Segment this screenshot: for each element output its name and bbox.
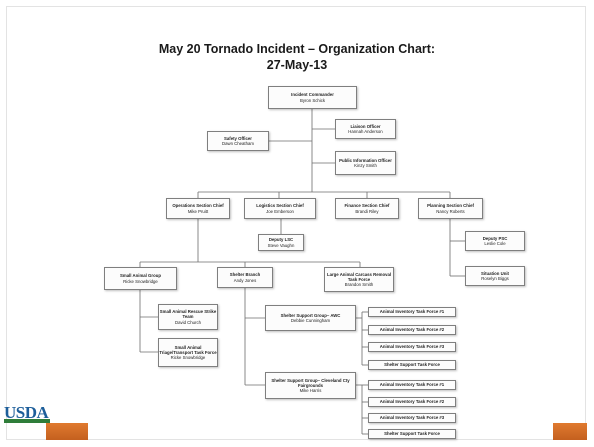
- task-force-box: Animal Inventory Task Force #1: [368, 307, 456, 317]
- node-role: Incident Commander: [291, 92, 334, 98]
- node-role: Animal Inventory Task Force #1: [379, 309, 445, 315]
- node-role: Shelter Support Group– AWC: [280, 312, 341, 318]
- node-name: Mike Harris: [299, 388, 322, 394]
- chart-date: 27-May-13: [266, 58, 328, 72]
- operations-section-chief-box: Operations Section Chief Mike Pruitt: [166, 198, 230, 219]
- usda-logo: USDA: [4, 403, 49, 422]
- node-name: Nancy Roberts: [436, 208, 465, 214]
- node-role: Animal Inventory Task Force #3: [379, 415, 445, 421]
- shelter-branch-box: Shelter Branch Andy Jones: [217, 267, 273, 288]
- large-animal-carcass-task-force-box: Large Animal Carcass Removal Task Force …: [324, 267, 394, 292]
- node-role: Planning Section Chief: [427, 203, 474, 209]
- node-name: Debbie Cunningham: [290, 318, 331, 323]
- node-role: Shelter Support Group– Cleveland Cty Fai…: [271, 377, 350, 388]
- slide-frame: [6, 6, 586, 440]
- node-name: Byron Schick: [299, 97, 326, 103]
- node-name: Andy Jones: [233, 277, 257, 283]
- node-role: Small Animal Triage/Transport Task Force: [159, 344, 217, 355]
- node-name: Leslie Cole: [484, 241, 506, 246]
- node-role: Deputy PSC: [482, 235, 508, 241]
- planning-section-chief-box: Planning Section Chief Nancy Roberts: [418, 198, 483, 219]
- node-role: Animal Inventory Task Force #2: [379, 327, 445, 333]
- node-role: Small Animal Group: [120, 273, 161, 279]
- node-name: Kinzy Smith: [354, 163, 377, 168]
- task-force-box: Animal Inventory Task Force #2: [368, 325, 456, 335]
- node-role: Shelter Support Task Force: [384, 362, 440, 368]
- node-name: Roselyn Biggs: [481, 276, 509, 281]
- finance-section-chief-box: Finance Section Chief Brandi Riley: [335, 198, 399, 219]
- node-name: David Church: [174, 319, 202, 325]
- node-role: Deputy LSC: [268, 237, 294, 243]
- node-role: Shelter Support Task Force: [384, 431, 440, 437]
- task-force-box: Shelter Support Task Force: [368, 429, 456, 439]
- footer-accent-left: [46, 423, 88, 440]
- liaison-officer-box: Liaison Officer Hannah Anderson: [335, 119, 396, 139]
- chart-title: May 20 Tornado Incident – Organization C…: [158, 42, 436, 56]
- public-information-officer-box: Public Information Officer Kinzy Smith: [335, 151, 396, 175]
- node-name: Joe Emberson: [266, 208, 294, 214]
- node-role: Animal Inventory Task Force #3: [379, 344, 445, 350]
- node-role: Small Animal Rescue Strike Team: [159, 309, 217, 320]
- node-role: Public Information Officer: [339, 157, 392, 163]
- incident-commander-box: Incident Commander Byron Schick: [268, 86, 357, 109]
- node-name: Ricke Snowbridge: [170, 355, 206, 361]
- task-force-box: Shelter Support Task Force: [368, 360, 456, 370]
- node-role: Situation Unit: [481, 270, 509, 276]
- node-role: Logistics Section Chief: [256, 203, 304, 209]
- node-role: Shelter Branch: [229, 272, 261, 278]
- task-force-box: Animal Inventory Task Force #3: [368, 413, 456, 423]
- node-name: Steve Vaughn: [267, 242, 295, 248]
- node-role: Animal Inventory Task Force #2: [379, 399, 445, 405]
- footer-accent-right: [553, 423, 587, 440]
- node-role: Large Animal Carcass Removal Task Force: [326, 271, 392, 282]
- usda-logo-bar: [4, 419, 50, 423]
- logistics-section-chief-box: Logistics Section Chief Joe Emberson: [244, 198, 316, 219]
- node-role: Animal Inventory Task Force #1: [379, 382, 445, 388]
- node-role: Safety Officer: [224, 135, 252, 141]
- node-name: Dawn Cheatham: [221, 141, 254, 146]
- small-animal-triage-task-force-box: Small Animal Triage/Transport Task Force…: [158, 338, 218, 367]
- node-role: Liaison Officer: [350, 123, 381, 129]
- node-name: Mike Pruitt: [187, 208, 209, 214]
- small-animal-rescue-strike-team-box: Small Animal Rescue Strike Team David Ch…: [158, 304, 218, 330]
- node-role: Finance Section Chief: [344, 203, 390, 209]
- node-name: Hannah Anderson: [348, 129, 383, 134]
- task-force-box: Animal Inventory Task Force #3: [368, 342, 456, 352]
- deputy-lsc-box: Deputy LSC Steve Vaughn: [258, 234, 304, 251]
- shelter-support-group-awc-box: Shelter Support Group– AWC Debbie Cunnin…: [265, 305, 356, 331]
- situation-unit-box: Situation Unit Roselyn Biggs: [465, 266, 525, 286]
- small-animal-group-box: Small Animal Group Ricke Snowbridge: [104, 267, 177, 290]
- task-force-box: Animal Inventory Task Force #2: [368, 397, 456, 407]
- node-name: Ricke Snowbridge: [123, 278, 158, 284]
- node-name: Brandi Riley: [355, 208, 379, 214]
- shelter-support-group-cleveland-box: Shelter Support Group– Cleveland Cty Fai…: [265, 372, 356, 399]
- node-role: Operations Section Chief: [172, 203, 224, 209]
- deputy-psc-box: Deputy PSC Leslie Cole: [465, 231, 525, 251]
- task-force-box: Animal Inventory Task Force #1: [368, 380, 456, 390]
- safety-officer-box: Safety Officer Dawn Cheatham: [207, 131, 269, 151]
- node-name: Brandon Smith: [344, 282, 374, 288]
